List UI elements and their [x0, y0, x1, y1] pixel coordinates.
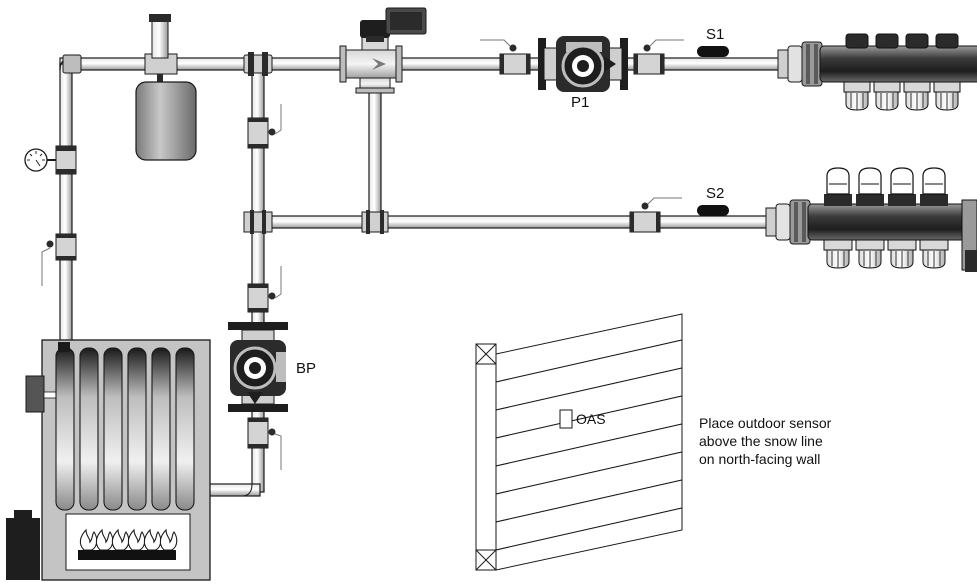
temperature-pressure-gauge [24, 145, 77, 175]
return-manifold-lower [765, 167, 977, 272]
supply-temperature-sensor-s1 [697, 46, 729, 57]
isolation-valve-bypass-lower [247, 266, 282, 313]
north-facing-wall-siding [475, 313, 683, 571]
outdoor-air-sensor [559, 409, 573, 429]
isolation-valve-p1-outlet [633, 39, 684, 75]
supply-manifold-upper [777, 33, 977, 111]
pump-bp-label: BP [296, 360, 316, 377]
boiler-supply-riser-pipe [59, 57, 73, 347]
temperature-sensor-s2 [697, 205, 729, 216]
isolation-valve-p1-inlet [480, 39, 531, 75]
boiler-heat-exchanger-sections [55, 347, 195, 511]
isolation-valve-bypass-upper [247, 104, 282, 149]
pipe-fittings [62, 52, 389, 234]
mix-return-vertical-pipe [368, 87, 382, 223]
return-main-pipe [247, 215, 779, 229]
expansion-tank [135, 14, 197, 161]
three-way-mixing-valve [339, 33, 403, 94]
outdoor-sensor-label: OAS [576, 411, 606, 427]
isolation-valve-boiler-supply [41, 233, 77, 286]
sensor-s1-label: S1 [706, 26, 724, 43]
pump-p1-label: P1 [571, 94, 589, 111]
outdoor-sensor-note-line-1: Place outdoor sensor [699, 415, 832, 431]
bypass-pump-bp [228, 322, 288, 412]
boiler [25, 339, 211, 581]
boiler-controller-box [6, 510, 40, 580]
isolation-valve-return-line [629, 197, 682, 233]
mixing-valve-actuator [360, 7, 427, 42]
outdoor-sensor-note-line-2: above the snow line [699, 433, 823, 449]
outdoor-sensor-note-line-3: on north-facing wall [699, 451, 820, 467]
isolation-valve-boiler-return [247, 417, 282, 470]
circulator-pump-p1 [538, 36, 628, 92]
burner-flames [79, 528, 178, 551]
sensor-s2-label: S2 [706, 185, 724, 202]
